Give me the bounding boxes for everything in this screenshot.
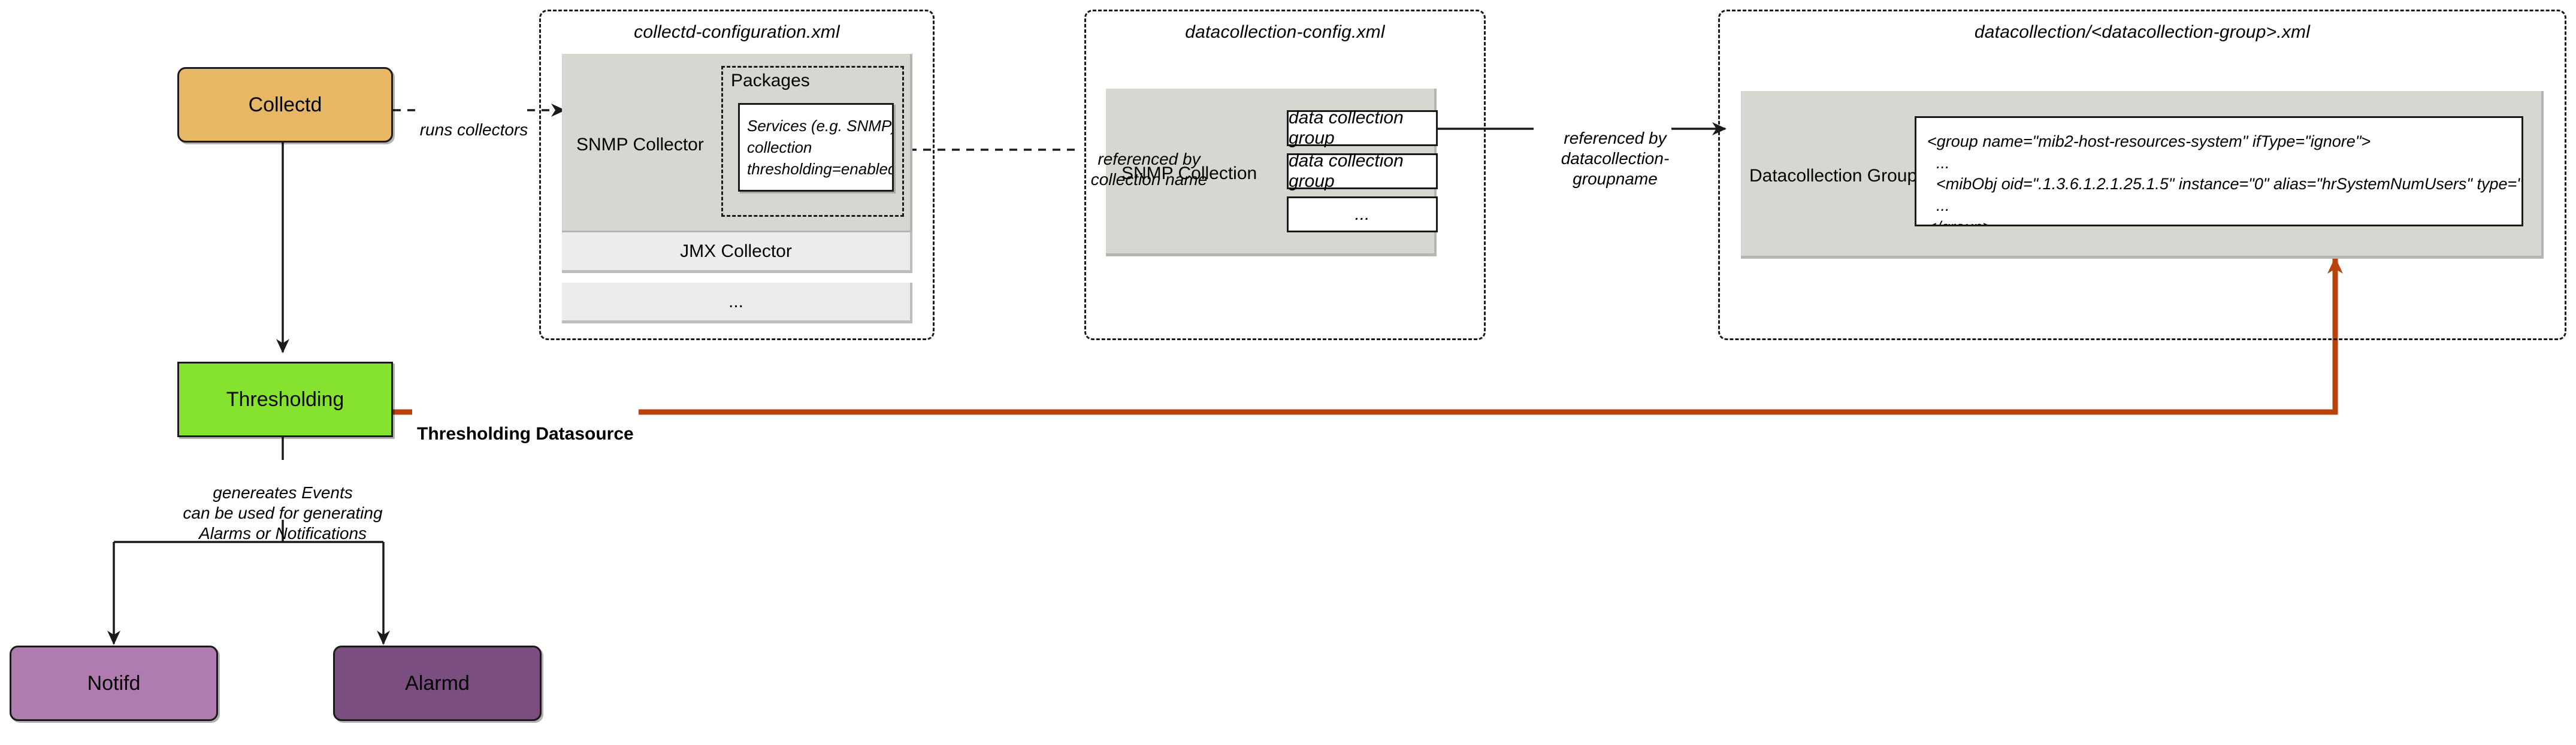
box-data-collection-group-1[interactable]: data collection group [1287, 108, 1438, 148]
panel-packages[interactable] [721, 66, 904, 217]
container-collectd-configuration-title: collectd-configuration.xml [634, 22, 840, 42]
panel-jmx-collector-label: JMX Collector [680, 241, 792, 261]
node-thresholding-label: Thresholding [226, 387, 344, 411]
box-data-collection-group-more[interactable]: ... [1287, 196, 1438, 232]
edge-label-referenced-by-collection-name-text: referenced by collection name [1090, 150, 1208, 189]
container-datacollection-group-title: datacollection/<datacollection-group>.xm… [1974, 22, 2311, 42]
edge-label-generates-events-text: genereates Events can be used for genera… [183, 483, 383, 543]
container-datacollection-config-xml: datacollection-config.xml [1084, 10, 1486, 340]
panel-snmp-collector-label: SNMP Collector [576, 135, 704, 155]
edge-label-referenced-by-collection-name: referenced by collection name [1076, 129, 1222, 190]
edge-label-referenced-by-groupname: referenced by datacollection-groupname [1522, 108, 1709, 190]
node-alarmd-label: Alarmd [405, 671, 470, 695]
node-collectd[interactable]: Collectd [177, 67, 393, 143]
box-service-definition[interactable]: Services (e.g. SNMP) collection threshol… [738, 103, 894, 192]
panel-datacollection-group-label: Datacollection Group [1749, 166, 1918, 186]
panel-more-collectors-label: ... [728, 291, 743, 311]
box-data-collection-group-more-label: ... [1354, 204, 1370, 224]
container-datacollection-config-title: datacollection-config.xml [1185, 22, 1385, 42]
box-data-collection-group-1-label: data collection group [1289, 108, 1404, 148]
node-notifd-label: Notifd [87, 671, 141, 695]
edge-label-thresholding-datasource: Thresholding Datasource [412, 401, 639, 446]
panel-snmp-collection-label: SNMP Collection [1121, 163, 1257, 183]
panel-jmx-collector[interactable]: JMX Collector [562, 232, 912, 273]
node-alarmd[interactable]: Alarmd [333, 646, 542, 721]
panel-packages-label: Packages [731, 71, 810, 90]
edge-label-generates-events: genereates Events can be used for genera… [163, 462, 403, 544]
container-collectd-configuration-xml: collectd-configuration.xml [539, 10, 935, 340]
panel-more-collectors[interactable]: ... [562, 283, 912, 323]
container-datacollection-group-xml: datacollection/<datacollection-group>.xm… [1718, 10, 2566, 340]
box-data-collection-group-2[interactable]: data collection group [1287, 151, 1438, 191]
box-datacollection-group-code[interactable]: <group name="mib2-host-resources-system"… [1915, 116, 2523, 226]
box-data-collection-group-2-label: data collection group [1289, 151, 1404, 191]
edge-label-referenced-by-groupname-text: referenced by datacollection-groupname [1561, 129, 1670, 189]
node-collectd-label: Collectd [248, 93, 322, 116]
edge-label-runs-collectors: runs collectors [417, 99, 531, 140]
node-thresholding[interactable]: Thresholding [177, 362, 393, 437]
node-notifd[interactable]: Notifd [10, 646, 218, 721]
edge-label-runs-collectors-text: runs collectors [419, 120, 528, 140]
edge-label-thresholding-datasource-text: Thresholding Datasource [417, 423, 634, 444]
